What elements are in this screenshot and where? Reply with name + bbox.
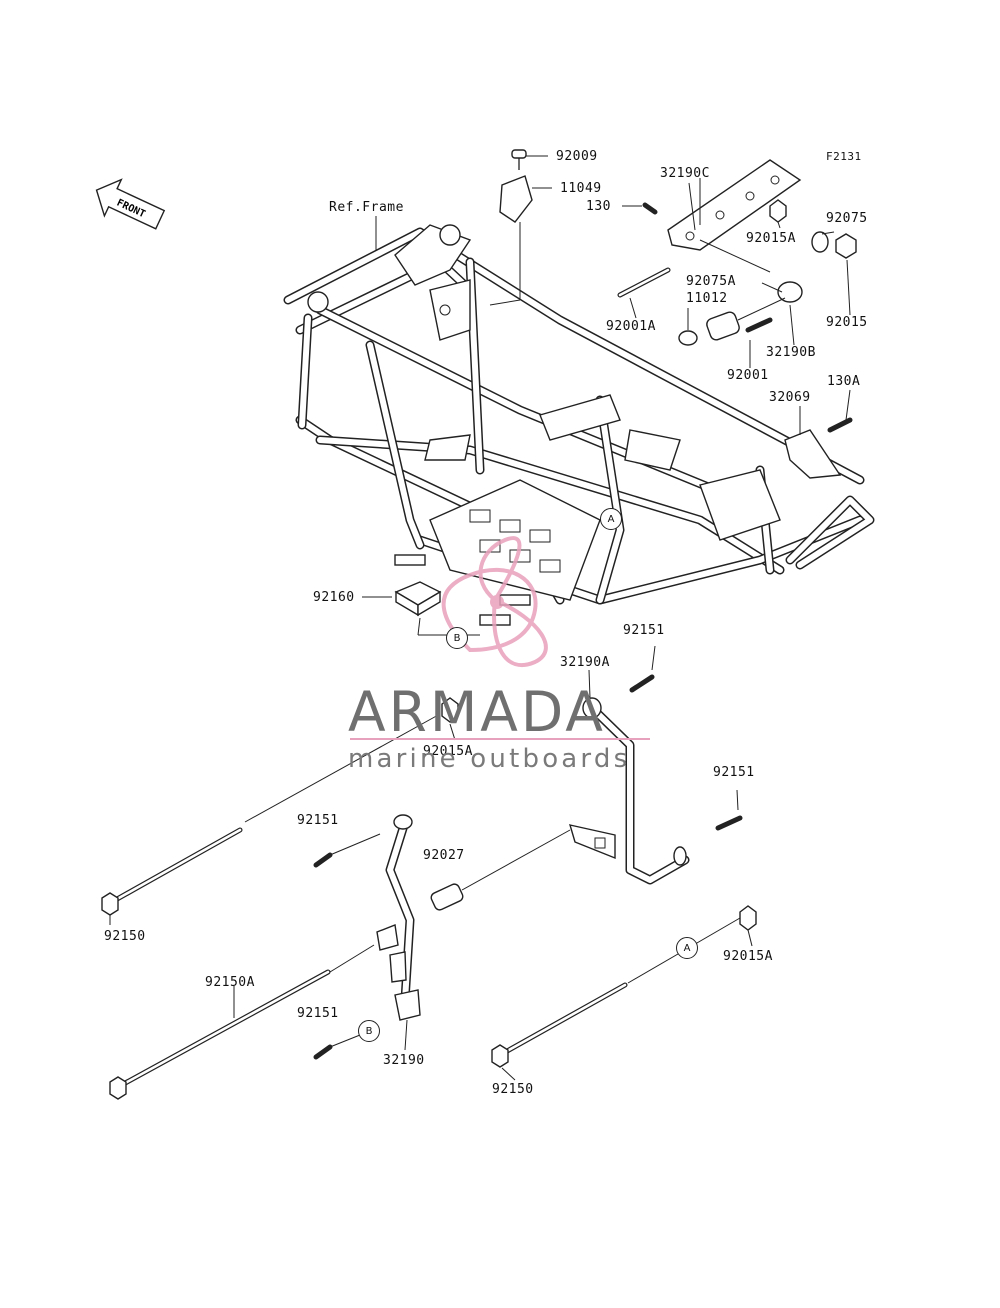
- part-label-92015a-lower: 92015A: [723, 949, 773, 964]
- watermark-tagline: marine outboards: [348, 744, 631, 774]
- part-label-32190a: 32190A: [560, 655, 610, 670]
- part-label-92150-lower: 92150: [492, 1082, 534, 1097]
- callout-a-lower: A: [676, 937, 698, 959]
- part-label-92151-top: 92151: [623, 623, 665, 638]
- part-label-92151-left: 92151: [297, 813, 339, 828]
- part-label-92160: 92160: [313, 590, 355, 605]
- watermark-brand: ARMADA: [348, 680, 606, 744]
- watermark-logo-icon: [441, 536, 548, 667]
- mount-rubber-92160: [362, 581, 480, 636]
- figure-code: F2131: [826, 150, 862, 163]
- part-label-92001a: 92001A: [606, 319, 656, 334]
- callout-b-frame: B: [446, 627, 468, 649]
- front-arrow-icon: FRONT: [95, 178, 166, 230]
- part-label-92001: 92001: [727, 368, 769, 383]
- part-label-32190c: 32190C: [660, 166, 710, 181]
- part-label-11012: 11012: [686, 291, 728, 306]
- part-label-92015a-mid: 92015A: [423, 744, 473, 759]
- part-label-92075: 92075: [826, 211, 868, 226]
- leader-lines: [109, 182, 851, 1081]
- ref-frame-label: Ref.Frame: [329, 200, 404, 215]
- part-label-92015a-top: 92015A: [746, 231, 796, 246]
- part-label-92151-bottom: 92151: [297, 1006, 339, 1021]
- callout-a-frame: A: [600, 508, 622, 530]
- part-label-92150a: 92150A: [205, 975, 255, 990]
- part-label-92027: 92027: [423, 848, 465, 863]
- watermark-divider: [350, 738, 650, 740]
- part-label-92150-upper: 92150: [104, 929, 146, 944]
- part-label-130: 130: [586, 199, 611, 214]
- callout-b-lower: B: [358, 1020, 380, 1042]
- part-label-92075a: 92075A: [686, 274, 736, 289]
- top-bracket-group: [489, 149, 857, 479]
- part-label-130a: 130A: [827, 374, 861, 389]
- part-label-92015: 92015: [826, 315, 868, 330]
- part-label-32190b: 32190B: [766, 345, 816, 360]
- part-label-92009: 92009: [556, 149, 598, 164]
- part-label-92151-right: 92151: [713, 765, 755, 780]
- part-label-32069: 32069: [769, 390, 811, 405]
- part-label-11049: 11049: [560, 181, 602, 196]
- lower-bracket-group: [101, 645, 757, 1100]
- part-label-32190: 32190: [383, 1053, 425, 1068]
